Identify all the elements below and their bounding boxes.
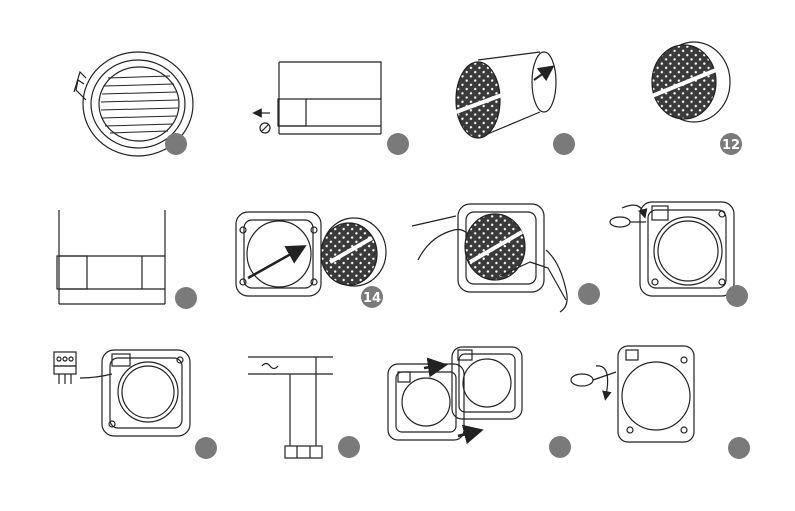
step-11-assemble-frames-illustration — [388, 347, 522, 440]
step-12-filter-illustration — [652, 42, 730, 122]
step-badge-5 — [175, 287, 197, 309]
step-2-wall-section-illustration — [257, 62, 381, 134]
step-3-filter-tube-illustration — [456, 52, 556, 138]
step-10-wiring-diagram-illustration — [248, 357, 333, 458]
step-9-terminal-illustration — [54, 350, 190, 436]
step-7-mark-holes-illustration — [412, 204, 567, 312]
step-badge-12: 12 — [720, 133, 742, 155]
step-badge-10 — [338, 436, 360, 458]
step-number: 14 — [363, 291, 381, 306]
step-badge-3 — [553, 133, 575, 155]
step-badge-11 — [549, 436, 571, 458]
step-badge-2 — [387, 133, 409, 155]
step-number: 12 — [722, 138, 740, 153]
step-badge-1 — [165, 133, 187, 155]
step-badge-8 — [726, 285, 748, 307]
step-13-screw-outer-frame-illustration — [571, 346, 694, 442]
step-badge-7 — [578, 283, 600, 305]
step-badge-9 — [195, 437, 217, 459]
step-14-frame-insert-illustration — [236, 212, 386, 296]
step-8-screw-frame-illustration — [610, 202, 734, 296]
step-badge-14: 14 — [361, 286, 383, 308]
step-badge-13 — [728, 437, 750, 459]
step-5-wall-section-illustration — [57, 210, 165, 304]
